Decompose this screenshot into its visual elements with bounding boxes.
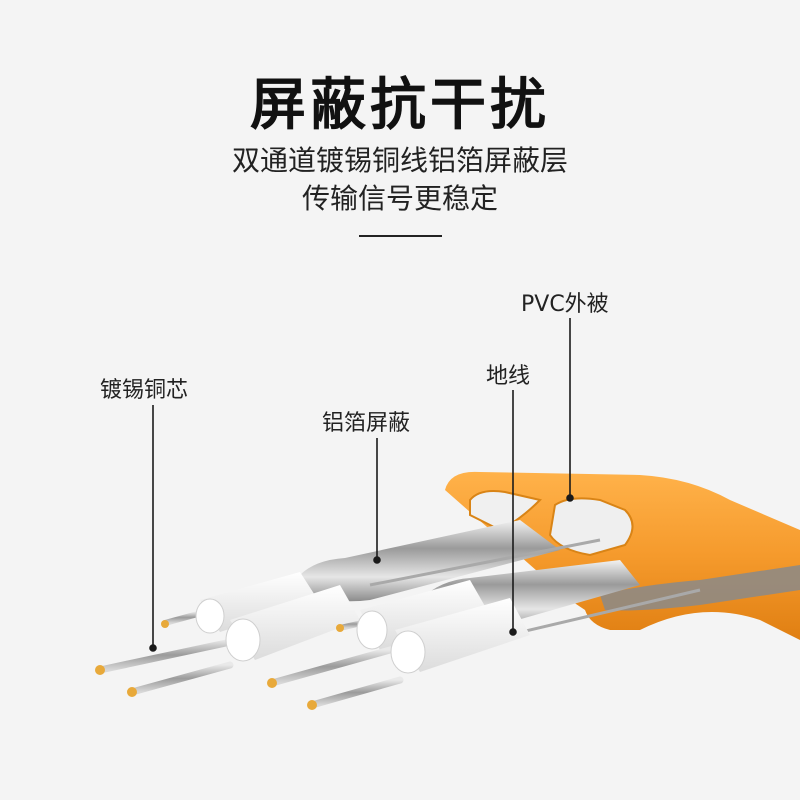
page-subtitle: 双通道镀锡铜线铝箔屏蔽层 传输信号更稳定 — [0, 142, 800, 218]
aluminum-foil-shield-1 — [300, 520, 560, 602]
subtitle-line-2: 传输信号更稳定 — [301, 182, 498, 215]
conductor-5 — [267, 598, 530, 688]
callout-jacket-label: PVC外被 — [521, 292, 609, 317]
subtitle-line-1: 双通道镀锡铜线铝箔屏蔽层 — [231, 144, 568, 177]
callout-ground-label: 地线 — [486, 364, 531, 389]
conductor-6 — [307, 676, 404, 710]
conductor-1 — [161, 572, 318, 634]
conductor-4 — [336, 580, 490, 650]
callout-shield-label: 铝箔屏蔽 — [322, 411, 411, 436]
callout-leaders — [149, 318, 574, 652]
title-divider — [359, 235, 442, 237]
pvc-jacket — [445, 471, 800, 640]
conductor-2 — [95, 585, 360, 675]
page-title: 屏蔽抗干扰 — [250, 73, 550, 138]
conductor-3 — [127, 661, 234, 697]
callout-core-label: 镀锡铜芯 — [100, 378, 189, 403]
